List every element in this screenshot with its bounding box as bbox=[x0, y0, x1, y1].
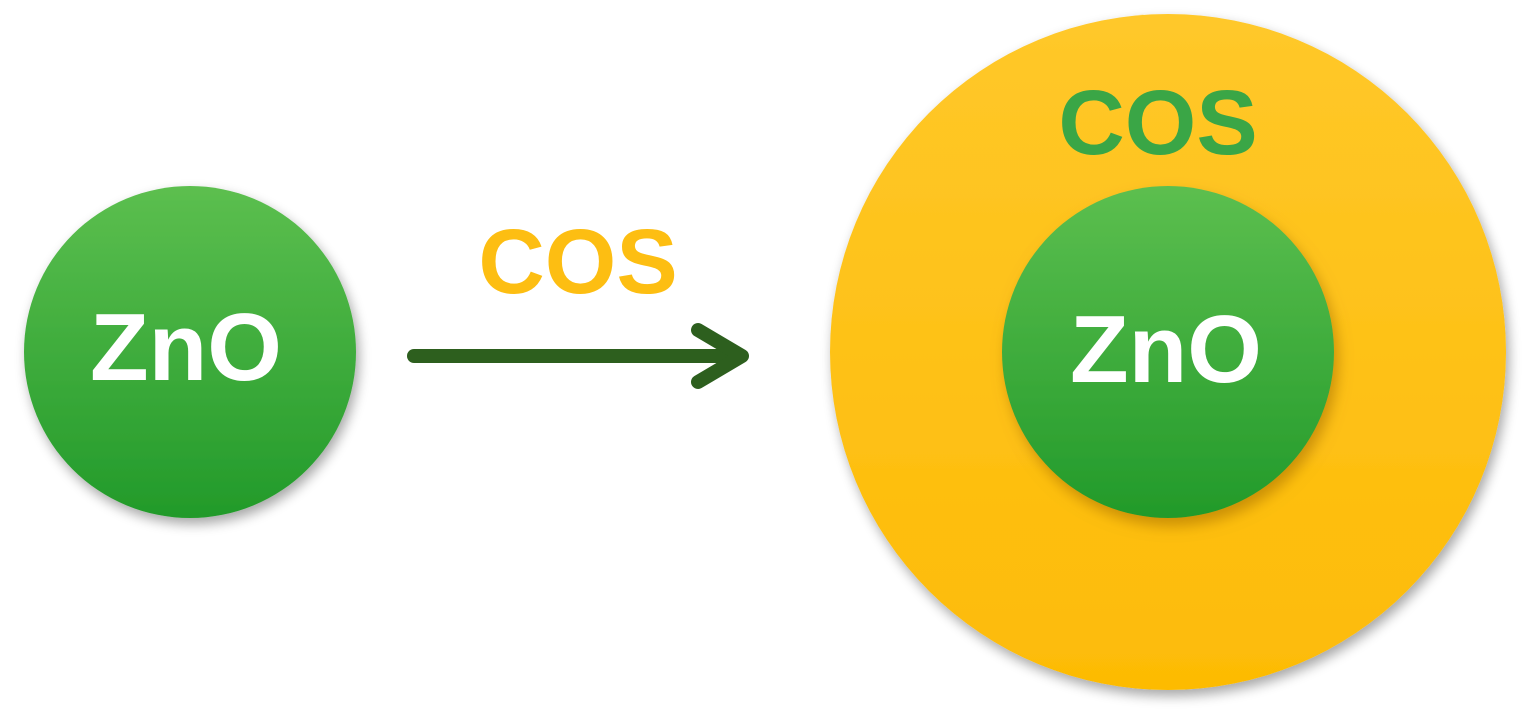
right-core-shell-particle: COS ZnO bbox=[830, 14, 1506, 690]
shell-label: COS bbox=[1058, 72, 1257, 174]
left-zno-label: ZnO bbox=[90, 294, 282, 401]
arrow-label: COS bbox=[478, 211, 677, 313]
core-label: ZnO bbox=[1070, 296, 1262, 403]
left-zno-particle: ZnO bbox=[24, 186, 356, 518]
right-zno-core-circle bbox=[1002, 186, 1334, 518]
arrow-head-icon bbox=[691, 323, 749, 389]
left-zno-core-circle bbox=[24, 186, 356, 518]
reaction-arrow: COS bbox=[407, 211, 749, 389]
